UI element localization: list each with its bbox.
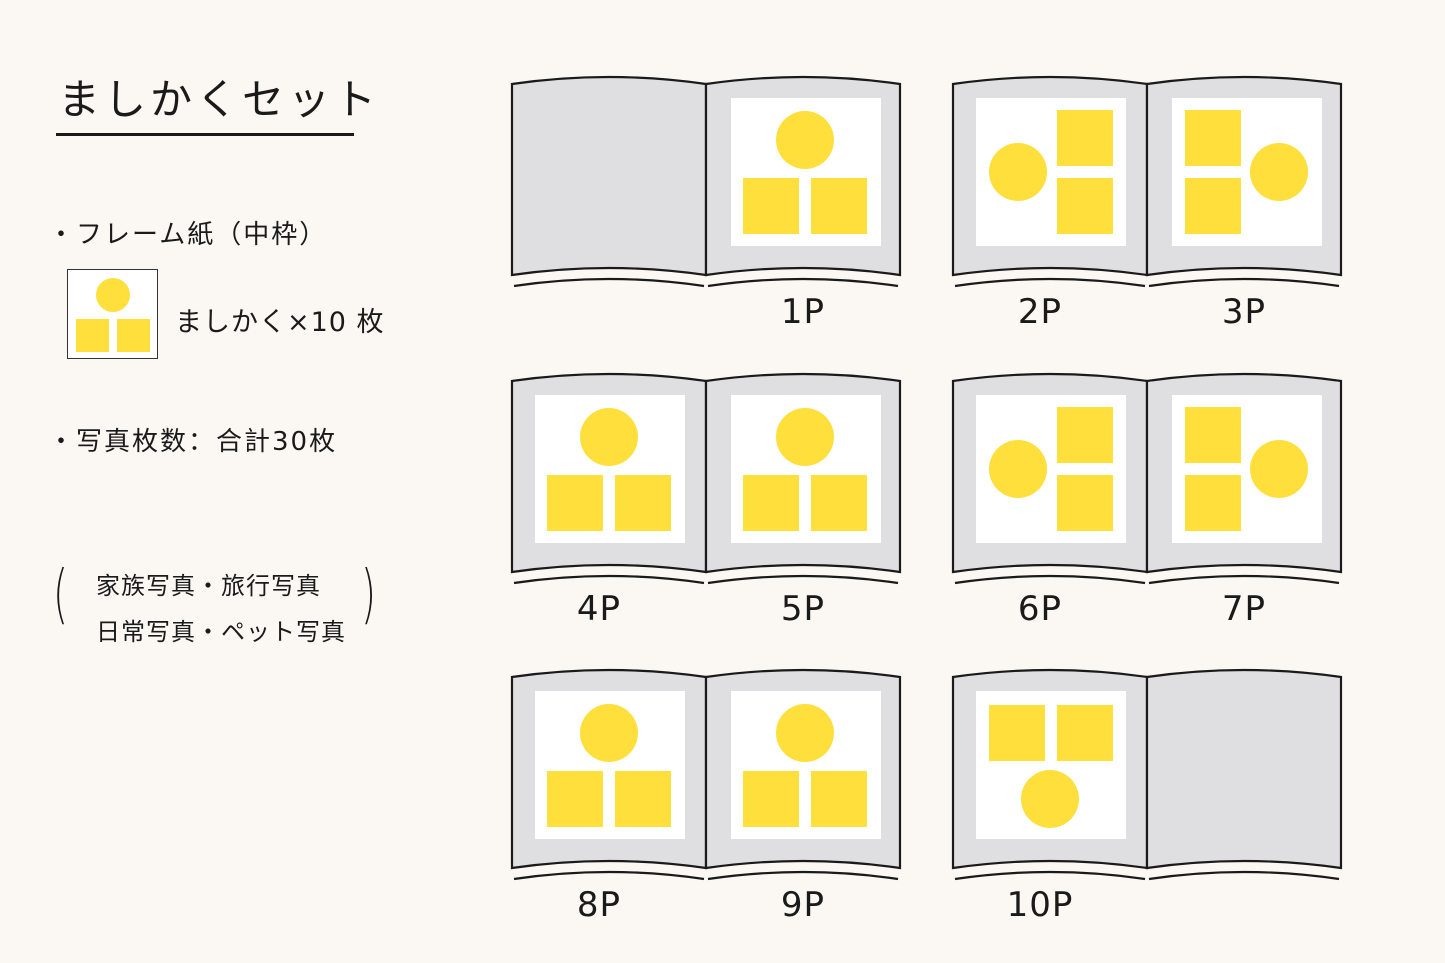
page-stack-line xyxy=(954,574,1146,585)
page-stack-line xyxy=(707,574,899,585)
page-stack-line xyxy=(1148,574,1340,585)
photo-square xyxy=(615,771,671,827)
photo-circle xyxy=(776,408,834,466)
photo-square xyxy=(743,178,799,234)
page-number-label: 10P xyxy=(1007,885,1074,925)
album-page: 7P xyxy=(1145,372,1343,629)
album-spread: 6P 7P xyxy=(951,372,1343,629)
page-number-label: 4P xyxy=(577,589,621,629)
photo-circle xyxy=(989,143,1047,201)
page-number-label: 9P xyxy=(781,885,825,925)
page-stack-line xyxy=(954,277,1146,288)
photo-circle xyxy=(580,408,638,466)
album-page xyxy=(1145,668,1343,881)
page-stack-line xyxy=(1148,870,1340,881)
photo-circle xyxy=(989,440,1047,498)
photo-square xyxy=(1057,110,1113,166)
page-sheet xyxy=(1145,668,1343,870)
photo-square xyxy=(811,178,867,234)
photo-square xyxy=(743,475,799,531)
photo-square xyxy=(615,475,671,531)
album-page: 5P xyxy=(704,372,902,629)
photo-square xyxy=(547,475,603,531)
page-stack-line xyxy=(707,277,899,288)
page-number-label: 5P xyxy=(781,589,825,629)
page-number-label: 3P xyxy=(1222,292,1266,332)
photo-circle xyxy=(776,111,834,169)
album-spread: 2P 3P xyxy=(951,75,1343,332)
page-number-label: 6P xyxy=(1018,589,1062,629)
page-stack-line xyxy=(513,574,705,585)
photo-square xyxy=(1057,475,1113,531)
photo-count: ・写真枚数：合計30枚 xyxy=(48,427,338,457)
photo-square xyxy=(1057,178,1113,234)
frame-heading: ・フレーム紙（中枠） xyxy=(48,220,328,250)
page-number-label: 2P xyxy=(1018,292,1062,332)
album-page: 9P xyxy=(704,668,902,925)
album-page: 10P xyxy=(951,668,1149,925)
thumb-photo-square xyxy=(76,319,109,352)
photo-square xyxy=(547,771,603,827)
title-underline xyxy=(56,133,354,136)
genre-line-2: 日常写真・ペット写真 xyxy=(96,618,346,646)
album-page: 8P xyxy=(510,668,708,925)
photo-square xyxy=(1185,407,1241,463)
photo-square xyxy=(1185,178,1241,234)
album-page: 4P xyxy=(510,372,708,629)
album-page: 1P xyxy=(704,75,902,332)
page-stack-line xyxy=(513,277,705,288)
thumb-photo-square xyxy=(117,319,150,352)
frame-thumbnail xyxy=(67,269,158,359)
album-spread: 8P 9P xyxy=(510,668,902,925)
page-title: ましかくセット xyxy=(58,75,381,124)
page-number-label: 7P xyxy=(1222,589,1266,629)
album-page: 3P xyxy=(1145,75,1343,332)
album-spread: 4P 5P xyxy=(510,372,902,629)
page-stack-line xyxy=(513,870,705,881)
page-number-label: 1P xyxy=(781,292,825,332)
photo-circle xyxy=(1021,770,1079,828)
open-paren: ( xyxy=(52,558,68,632)
photo-square xyxy=(1185,110,1241,166)
photo-circle xyxy=(1250,143,1308,201)
thumb-photo-circle xyxy=(96,278,130,312)
photo-square xyxy=(1185,475,1241,531)
album-spread: 1P xyxy=(510,75,902,332)
close-paren: ) xyxy=(360,558,376,632)
photo-square xyxy=(989,705,1045,761)
page-stack-line xyxy=(707,870,899,881)
album-spread: 10P xyxy=(951,668,1343,925)
page-number-label: 8P xyxy=(577,885,621,925)
photo-square xyxy=(1057,407,1113,463)
page-sheet xyxy=(510,75,708,277)
genre-line-1: 家族写真・旅行写真 xyxy=(96,572,321,600)
photo-square xyxy=(811,771,867,827)
photo-circle xyxy=(1250,440,1308,498)
photo-circle xyxy=(776,704,834,762)
frame-caption: ましかく×10 枚 xyxy=(175,307,385,338)
album-page xyxy=(510,75,708,288)
photo-square xyxy=(811,475,867,531)
photo-circle xyxy=(580,704,638,762)
photo-square xyxy=(1057,705,1113,761)
page-stack-line xyxy=(1148,277,1340,288)
page-stack-line xyxy=(954,870,1146,881)
album-page: 6P xyxy=(951,372,1149,629)
photo-square xyxy=(743,771,799,827)
album-page: 2P xyxy=(951,75,1149,332)
